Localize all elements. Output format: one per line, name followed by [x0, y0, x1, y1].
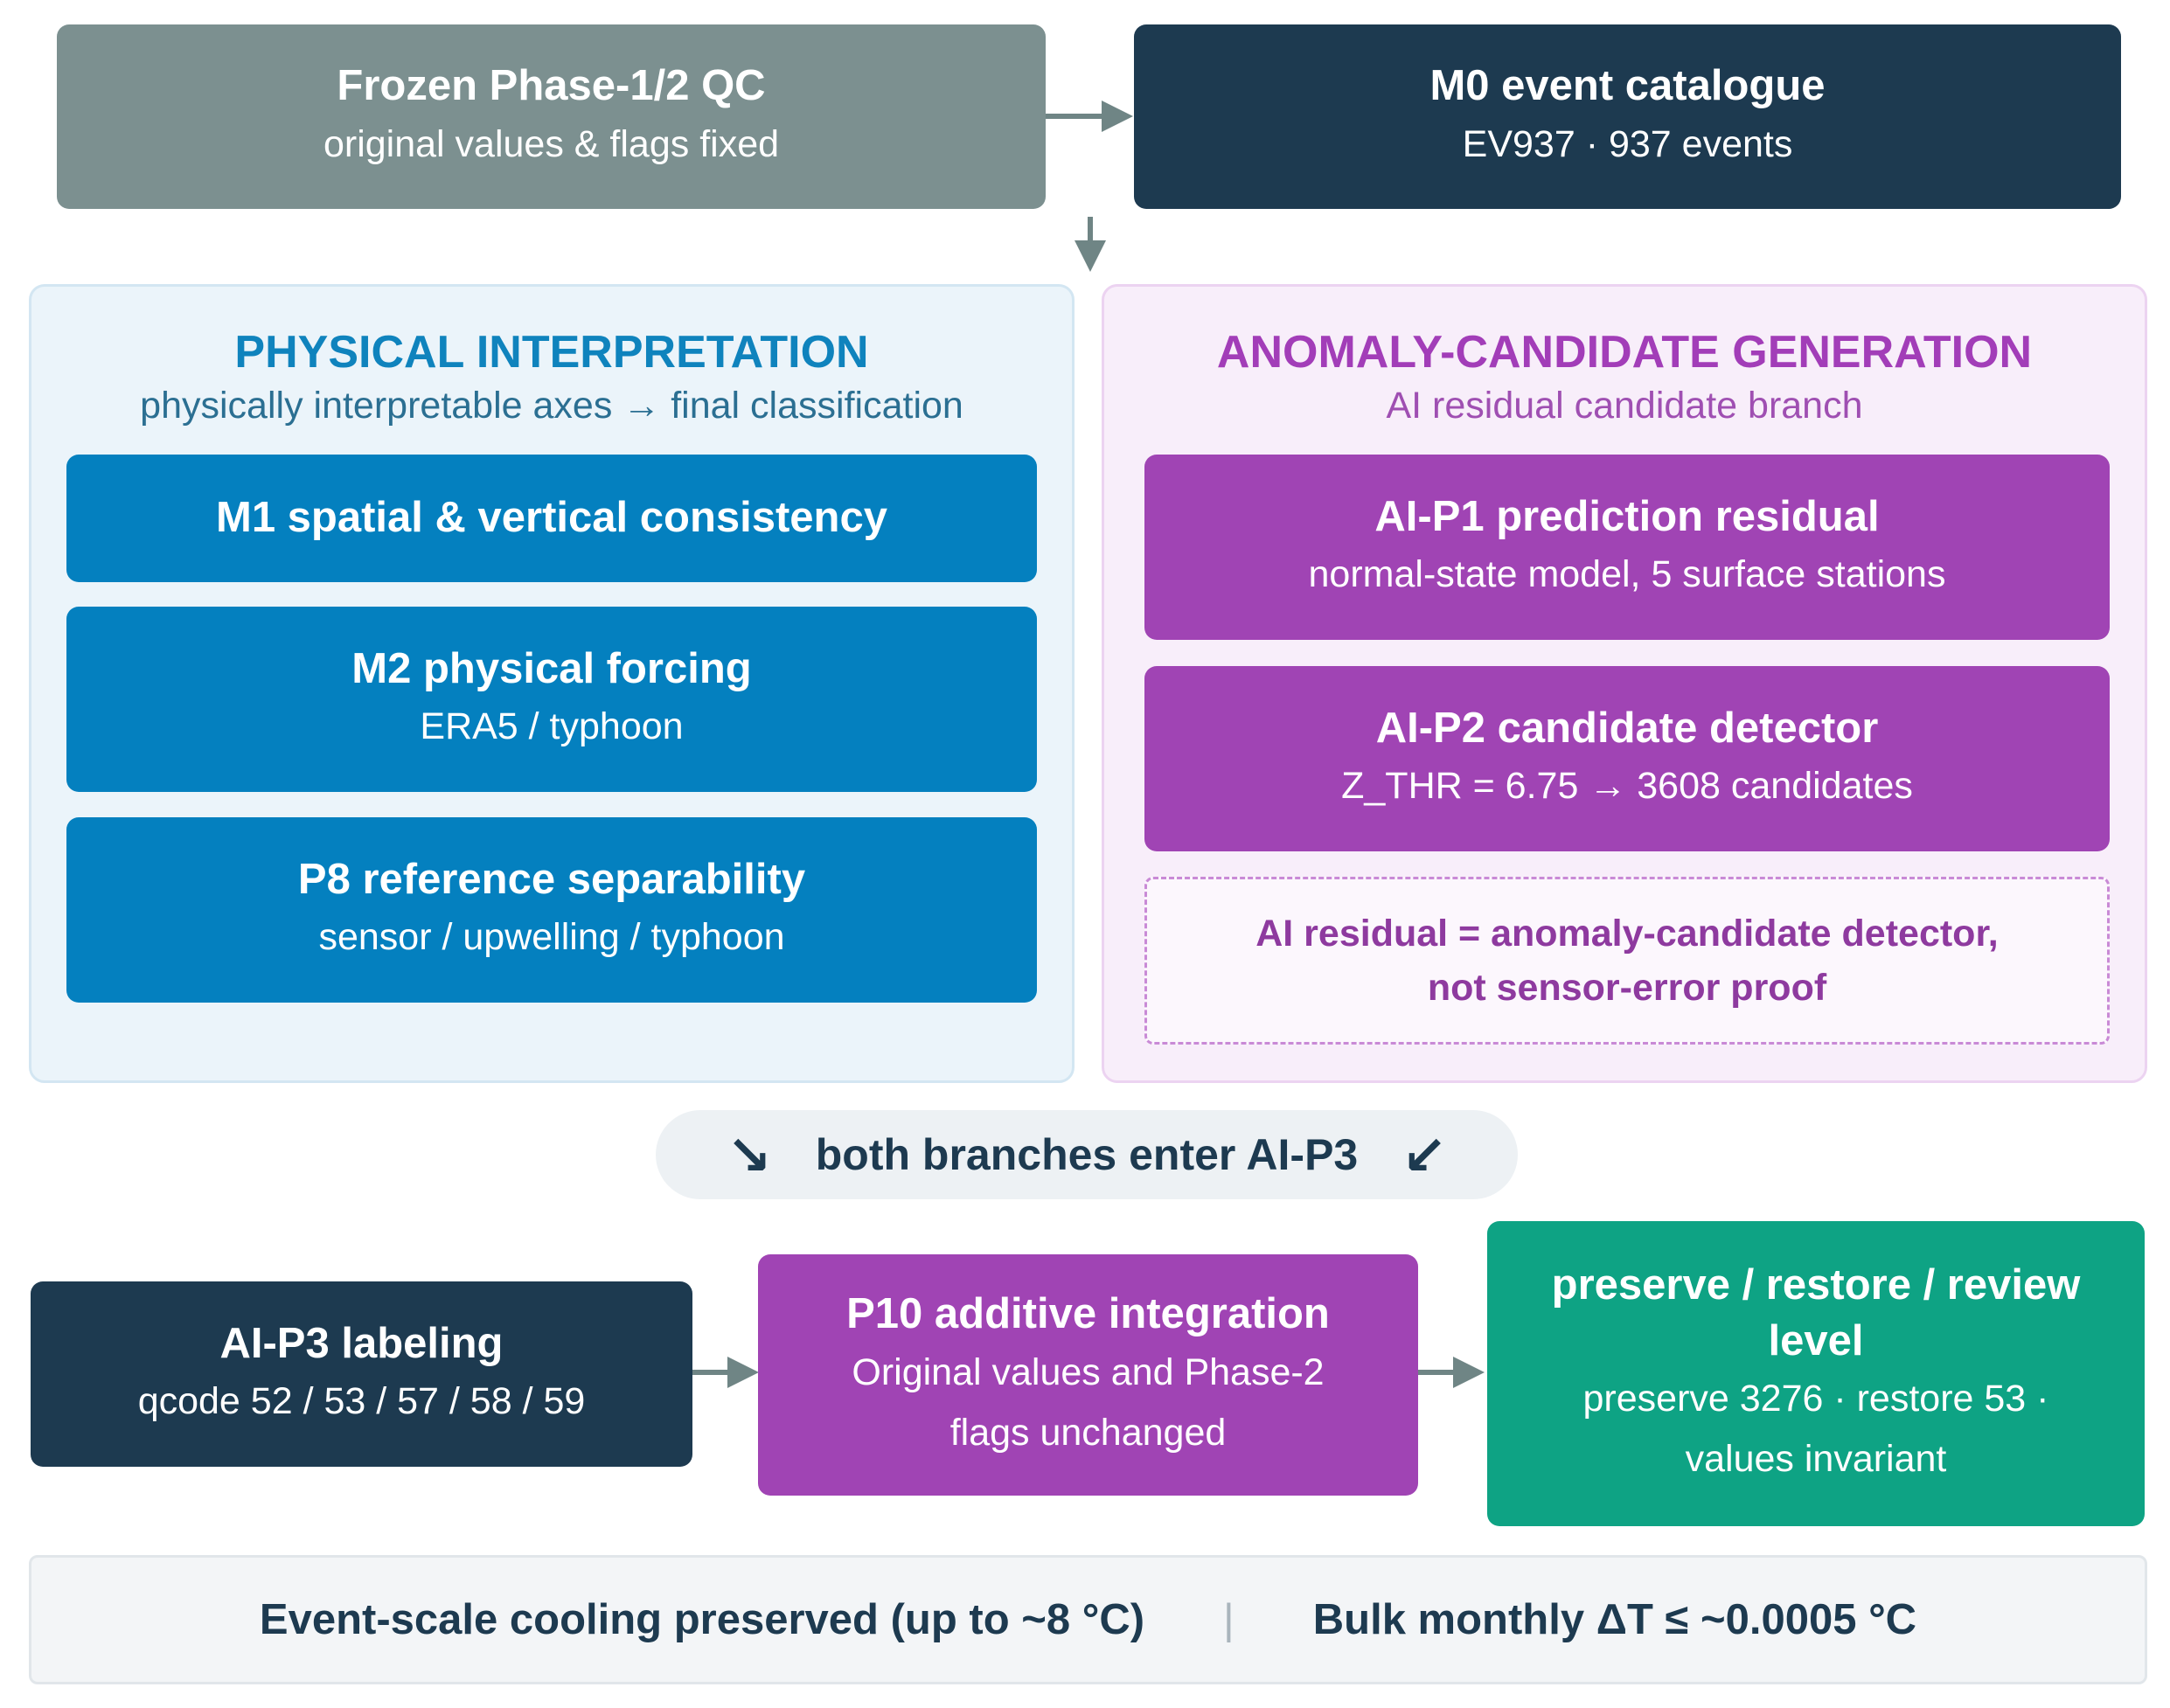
aip3-title: AI-P3 labeling: [219, 1319, 504, 1367]
frozen-qc-subtitle: original values & flags fixed: [323, 122, 780, 165]
level-subtitle-line2: values invariant: [1685, 1438, 1947, 1481]
footer-right-text: Bulk monthly ΔT ≤ ~0.0005 °C: [1312, 1596, 1917, 1643]
aip1-title: AI-P1 prediction residual: [1374, 492, 1880, 540]
footer-separator: |: [1223, 1596, 1235, 1643]
frozen-qc-box: Frozen Phase-1/2 QC original values & fl…: [57, 24, 1046, 209]
anomaly-panel-title: ANOMALY-CANDIDATE GENERATION: [1216, 327, 2033, 378]
ai-residual-note: AI residual = anomaly-candidate detector…: [1144, 877, 2110, 1045]
aip1-subtitle: normal-state model, 5 surface stations: [1308, 553, 1946, 596]
p8-subtitle: sensor / upwelling / typhoon: [318, 916, 785, 959]
level-title-line2: level: [1768, 1316, 1864, 1364]
aip2-box: AI-P2 candidate detector Z_THR = 6.75 → …: [1144, 666, 2110, 851]
p8-box: P8 reference separability sensor / upwel…: [66, 817, 1037, 1003]
merge-right-arrow-icon: ↙: [1401, 1125, 1448, 1186]
level-title-line1: preserve / restore / review: [1551, 1261, 2081, 1309]
level-subtitle-line1: preserve 3276 · restore 53 ·: [1582, 1378, 2049, 1420]
event-catalogue-box: M0 event catalogue EV937 · 937 events: [1134, 24, 2121, 209]
level-box: preserve / restore / review level preser…: [1487, 1221, 2145, 1526]
m1-title: M1 spatial & vertical consistency: [216, 494, 887, 542]
frozen-qc-title: Frozen Phase-1/2 QC: [337, 62, 766, 110]
p10-subtitle-line1: Original values and Phase-2: [852, 1351, 1325, 1394]
merge-label: both branches enter AI-P3: [815, 1130, 1359, 1179]
physical-panel-title: PHYSICAL INTERPRETATION: [234, 327, 869, 378]
footer-left-text: Event-scale cooling preserved (up to ~8 …: [259, 1596, 1145, 1643]
m2-subtitle: ERA5 / typhoon: [420, 705, 684, 748]
m2-box: M2 physical forcing ERA5 / typhoon: [66, 607, 1037, 792]
aip3-box: AI-P3 labeling qcode 52 / 53 / 57 / 58 /…: [31, 1281, 692, 1467]
m1-box: M1 spatial & vertical consistency: [66, 455, 1037, 582]
ai-residual-note-line1: AI residual = anomaly-candidate detector…: [1255, 912, 1999, 955]
p10-subtitle-line2: flags unchanged: [949, 1411, 1227, 1454]
aip2-subtitle: Z_THR = 6.75 → 3608 candidates: [1341, 765, 1913, 808]
p8-title: P8 reference separability: [297, 855, 806, 903]
p10-title: P10 additive integration: [846, 1290, 1330, 1338]
event-catalogue-subtitle: EV937 · 937 events: [1462, 122, 1793, 165]
aip2-title: AI-P2 candidate detector: [1375, 704, 1879, 752]
merge-left-arrow-icon: ↘: [726, 1125, 772, 1186]
m2-title: M2 physical forcing: [351, 644, 752, 692]
aip3-subtitle: qcode 52 / 53 / 57 / 58 / 59: [137, 1380, 586, 1423]
anomaly-panel-subtitle: AI residual candidate branch: [1386, 385, 1863, 427]
p10-box: P10 additive integration Original values…: [758, 1254, 1418, 1496]
ai-residual-note-line2: not sensor-error proof: [1427, 967, 1827, 1009]
merge-pill: ↘ both branches enter AI-P3 ↙: [656, 1110, 1518, 1199]
aip1-box: AI-P1 prediction residual normal-state m…: [1144, 455, 2110, 640]
physical-panel-subtitle: physically interpretable axes → final cl…: [140, 385, 963, 427]
summary-footer: Event-scale cooling preserved (up to ~8 …: [29, 1555, 2147, 1684]
event-catalogue-title: M0 event catalogue: [1429, 62, 1826, 110]
